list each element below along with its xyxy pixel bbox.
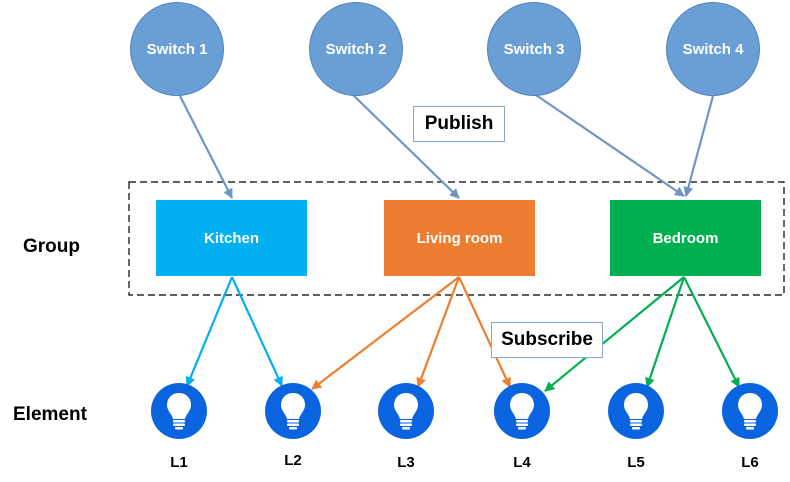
subscribe-arrow-living-l4 — [458, 276, 511, 388]
subscribe-arrow-bedroom-l5 — [645, 276, 686, 388]
group-kitchen: Kitchen — [156, 200, 307, 276]
bulb-l4 — [494, 383, 550, 439]
lightbulb-icon — [167, 393, 191, 430]
group-living-room: Living room — [384, 200, 535, 276]
switch-3-node: Switch 3 — [487, 2, 581, 96]
bulb-l3-label: L3 — [397, 454, 415, 471]
element-row-label: Element — [13, 404, 87, 425]
group-kitchen-label: Kitchen — [203, 229, 259, 247]
switch-1-node: Switch 1 — [130, 2, 224, 96]
switch-1-label: Switch 1 — [146, 40, 208, 58]
lightbulb-icon — [738, 393, 762, 430]
switch-3-label: Switch 3 — [503, 40, 565, 58]
switch-2-label: Switch 2 — [325, 40, 387, 58]
switch-2-node: Switch 2 — [309, 2, 403, 96]
subscribe-arrow-kitchen-l2 — [231, 276, 283, 387]
subscribe-arrow-living-l3 — [416, 276, 461, 388]
bulb-l5-label: L5 — [627, 454, 645, 471]
publish-arrow-switch2-living — [349, 91, 460, 199]
group-bedroom-label: Bedroom — [652, 229, 719, 247]
switch-4-node: Switch 4 — [666, 2, 760, 96]
bulb-l6-label: L6 — [741, 454, 759, 471]
publish-arrow-switch4-bedroom — [683, 95, 715, 197]
group-container — [128, 181, 785, 296]
subscribe-arrow-kitchen-l1 — [185, 276, 234, 387]
bulb-l2 — [265, 383, 321, 439]
lightbulb-icon — [281, 393, 305, 430]
bulb-l3 — [378, 383, 434, 439]
publish-label: Publish — [424, 113, 494, 134]
publish-tag: Publish — [413, 106, 505, 142]
lightbulb-icon — [510, 393, 534, 430]
group-living-room-label: Living room — [416, 229, 503, 247]
subscribe-label: Subscribe — [501, 329, 593, 350]
group-bedroom: Bedroom — [610, 200, 761, 276]
publish-arrow-switch3-bedroom — [532, 92, 685, 197]
bulb-l1 — [151, 383, 207, 439]
subscribe-arrow-bedroom-l6 — [683, 276, 740, 388]
bulb-l1-label: L1 — [170, 454, 188, 471]
bulb-l2-label: L2 — [284, 452, 302, 469]
subscribe-arrow-living-l2 — [311, 276, 460, 390]
bulb-l4-label: L4 — [513, 454, 531, 471]
publish-arrow-switch1-kitchen — [179, 95, 233, 199]
subscribe-arrow-bedroom-l4 — [544, 276, 685, 392]
group-row-label: Group — [23, 236, 80, 257]
bulb-l6 — [722, 383, 778, 439]
switch-4-label: Switch 4 — [682, 40, 744, 58]
lightbulb-icon — [394, 393, 418, 430]
subscribe-tag: Subscribe — [491, 322, 603, 358]
lightbulb-icon — [624, 393, 648, 430]
bulb-l5 — [608, 383, 664, 439]
